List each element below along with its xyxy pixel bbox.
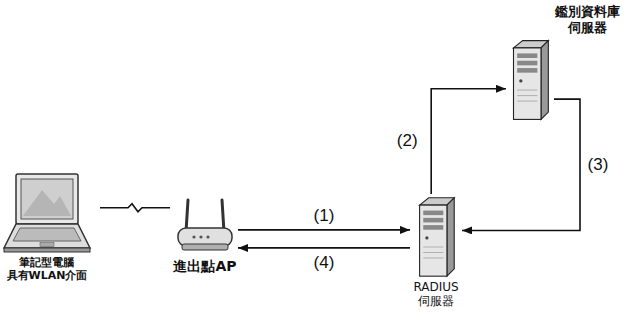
query-arrow <box>431 89 506 194</box>
device-label: 鑑別資料庫 伺服器 <box>555 4 620 35</box>
connectors <box>100 89 580 248</box>
step-number: (2) <box>395 132 420 152</box>
step-number: (1) <box>312 206 337 226</box>
step-number: (3) <box>586 155 611 175</box>
access-point-icon <box>178 200 232 250</box>
step-number: (4) <box>312 253 337 273</box>
server-icon <box>412 196 460 278</box>
server-icon <box>514 41 549 120</box>
wireless-link <box>100 204 170 212</box>
server-icon <box>508 37 552 123</box>
laptop: 筆記型電腦 具有WLAN介面 <box>2 170 92 282</box>
request-arrow <box>238 229 410 231</box>
response-arrow <box>238 247 410 249</box>
auth-database-server: 鑑別資料庫 伺服器 <box>508 4 620 123</box>
access-point-icon <box>174 198 236 256</box>
laptop-icon <box>4 174 90 252</box>
device-label: 進出點AP <box>173 258 236 275</box>
radius-server: RADIUS 伺服器 <box>412 196 460 309</box>
access-point: 進出點AP <box>173 198 236 275</box>
device-label: RADIUS 伺服器 <box>413 280 458 309</box>
server-icon <box>420 198 455 276</box>
laptop-icon <box>2 170 92 254</box>
device-label: 筆記型電腦 具有WLAN介面 <box>7 256 88 282</box>
